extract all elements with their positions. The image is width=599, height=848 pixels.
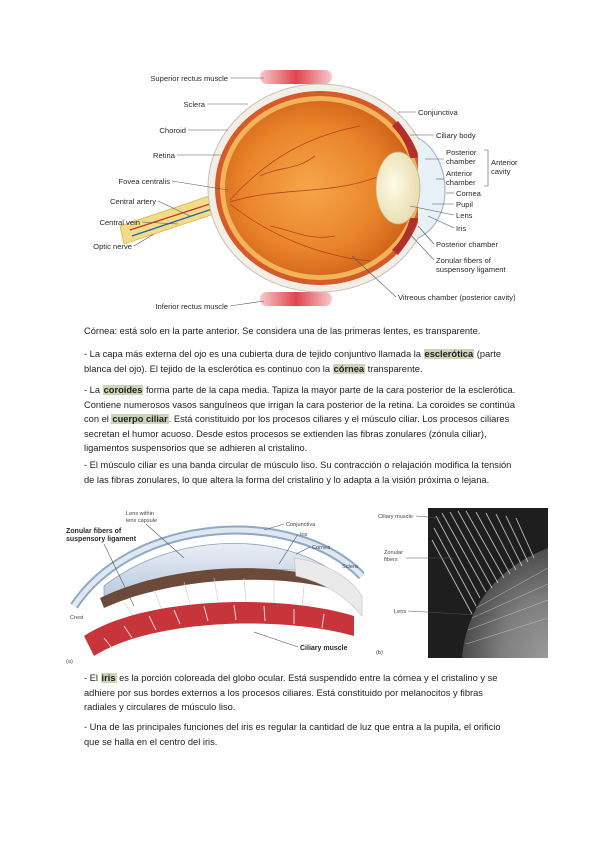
highlight-cuerpo-ciliar: cuerpo ciliar [111, 414, 169, 425]
label-lens-capsule-a: Lens within [126, 511, 154, 517]
label-central-vein: Central vein [99, 218, 140, 227]
highlight-coroides: coroides [102, 385, 144, 395]
paragraph-sclera: - La capa más externa del ojo es una cub… [84, 347, 516, 376]
inferior-rectus-muscle [260, 292, 332, 306]
label-iris: Iris [456, 224, 466, 233]
label-ciliary-body: Ciliary body [436, 131, 476, 140]
label-lens: Lens [456, 211, 473, 220]
text-segment: (parte blanca del ojo). El tejido de la … [84, 349, 502, 374]
paragraph-cornea: Córnea: está solo en la parte anterior. … [84, 326, 481, 336]
sem-micrograph-figure: Ciliary muscle Zonular fibers Lens (b) [376, 508, 549, 658]
paragraph-iris: - El iris es la porción coloreada del gl… [84, 671, 516, 715]
label-choroid: Choroid [159, 126, 186, 135]
paragraph-choroid: - La coroides forma parte de la capa med… [84, 383, 516, 456]
label-panel-b: (b) [376, 650, 383, 656]
highlight-iris: iris [100, 673, 117, 683]
highlight-esclerotica: esclerótica [423, 349, 475, 359]
label-iris-2: Iris [300, 532, 308, 538]
label-ciliary-muscle-2: Ciliary muscle [300, 645, 348, 652]
label-lens-3: Lens [394, 609, 406, 615]
label-anterior-chamber-a: Anterior [446, 169, 473, 178]
label-fovea: Fovea centralis [119, 177, 171, 186]
label-cornea: Cornea [456, 189, 482, 198]
label-anterior-cavity-b: cavity [491, 167, 511, 176]
label-sclera: Sclera [183, 100, 205, 109]
text-segment: - La [84, 385, 103, 395]
label-retina: Retina [153, 151, 176, 160]
superior-rectus-muscle [260, 70, 332, 84]
label-anterior-chamber-b: chamber [446, 178, 476, 187]
text-segment: forma parte de la capa media. Tapiza la … [84, 385, 516, 425]
label-zonular-fibers-2a: Zonular fibers of [66, 528, 122, 535]
label-zonular-fibers-b: suspensory ligament [436, 265, 507, 274]
label-superior-rectus: Superior rectus muscle [150, 74, 228, 83]
label-posterior-chamber-b: chamber [446, 157, 476, 166]
label-posterior-chamber: Posterior chamber [436, 240, 499, 249]
ciliary-muscle-band [84, 602, 354, 656]
label-zonular-fibers-a: Zonular fibers of [436, 256, 492, 265]
iris-band [100, 568, 344, 608]
label-conjunctiva: Conjunctiva [418, 108, 458, 117]
label-zonular-fibers-3b: fibers [384, 557, 398, 563]
label-cornea-2: Cornea [312, 545, 331, 551]
label-anterior-cavity-a: Anterior [491, 158, 518, 167]
text-segment: - El [84, 673, 101, 683]
ciliary-body [392, 121, 418, 158]
label-central-artery: Central artery [110, 197, 156, 206]
cornea [417, 137, 446, 239]
label-zonular-fibers-2b: suspensory ligament [66, 536, 137, 543]
label-optic-nerve: Optic nerve [93, 242, 132, 251]
label-inferior-rectus: Inferior rectus muscle [155, 302, 228, 311]
label-crest: Crest [70, 615, 84, 621]
label-ciliary-muscle-3: Ciliary muscle [378, 514, 413, 520]
eye-anatomy-figure: Superior rectus muscle Sclera Choroid Re… [93, 70, 518, 311]
label-panel-a: (a) [66, 659, 73, 665]
paragraph-iris-function: - Una de las principales funciones del i… [84, 722, 501, 747]
label-sclera-2: Sclera [342, 564, 359, 570]
ciliary-body-illustration: Lens within lens capsule Conjunctiva Iri… [66, 511, 364, 665]
text-segment: . Está constituido por los procesos cili… [84, 414, 510, 454]
highlight-cornea: córnea [332, 363, 366, 374]
label-pupil: Pupil [456, 200, 473, 209]
text-segment: - La capa más externa del ojo es una cub… [84, 349, 424, 359]
label-zonular-fibers-3a: Zonular [384, 550, 403, 556]
label-posterior-chamber-a: Posterior [446, 148, 477, 157]
label-vitreous-chamber: Vitreous chamber (posterior cavity) [398, 293, 516, 302]
text-segment: es la porción coloreada del globo ocular… [84, 673, 498, 713]
label-lens-capsule-b: lens capsule [126, 518, 157, 524]
label-conjunctiva-2: Conjunctiva [286, 522, 316, 528]
paragraph-ciliary-muscle: - El músculo ciliar es una banda circula… [84, 460, 512, 485]
text-segment: transparente. [365, 363, 423, 374]
lens [375, 151, 421, 225]
